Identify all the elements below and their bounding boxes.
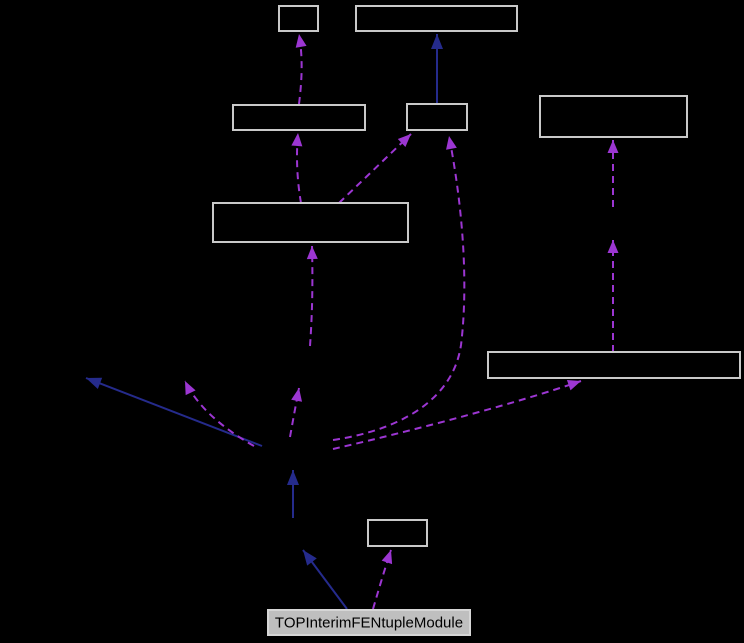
current-class-node-box <box>267 609 471 636</box>
class-node[interactable] <box>539 95 688 138</box>
class-node-box[interactable] <box>212 202 409 243</box>
usage-edge <box>306 245 318 347</box>
class-node-box[interactable] <box>355 5 518 32</box>
current-class-node-label: TOPInterimFENtupleModule <box>275 615 463 632</box>
class-node[interactable] <box>406 103 468 131</box>
usage-edge <box>184 380 255 447</box>
usage-edge <box>338 133 412 204</box>
usage-edge <box>372 549 393 610</box>
class-node[interactable] <box>232 104 366 131</box>
class-node-box[interactable] <box>406 103 468 131</box>
usage-edge <box>332 135 466 441</box>
class-node-box[interactable] <box>278 5 319 32</box>
class-node-box[interactable] <box>487 351 741 379</box>
class-node[interactable] <box>487 351 741 379</box>
class-node-box[interactable] <box>367 519 428 547</box>
class-node-box[interactable] <box>232 104 366 131</box>
usage-edge <box>295 33 307 105</box>
usage-edge <box>289 387 303 438</box>
inheritance-edge <box>302 549 348 610</box>
class-node-box[interactable] <box>539 95 688 138</box>
usage-edge <box>332 380 582 450</box>
class-node[interactable] <box>367 519 428 547</box>
class-node[interactable] <box>355 5 518 32</box>
usage-edge <box>291 132 303 204</box>
class-node[interactable] <box>278 5 319 32</box>
current-class-node: TOPInterimFENtupleModule <box>267 609 471 636</box>
inheritance-edge <box>85 377 263 447</box>
class-node[interactable] <box>212 202 409 243</box>
